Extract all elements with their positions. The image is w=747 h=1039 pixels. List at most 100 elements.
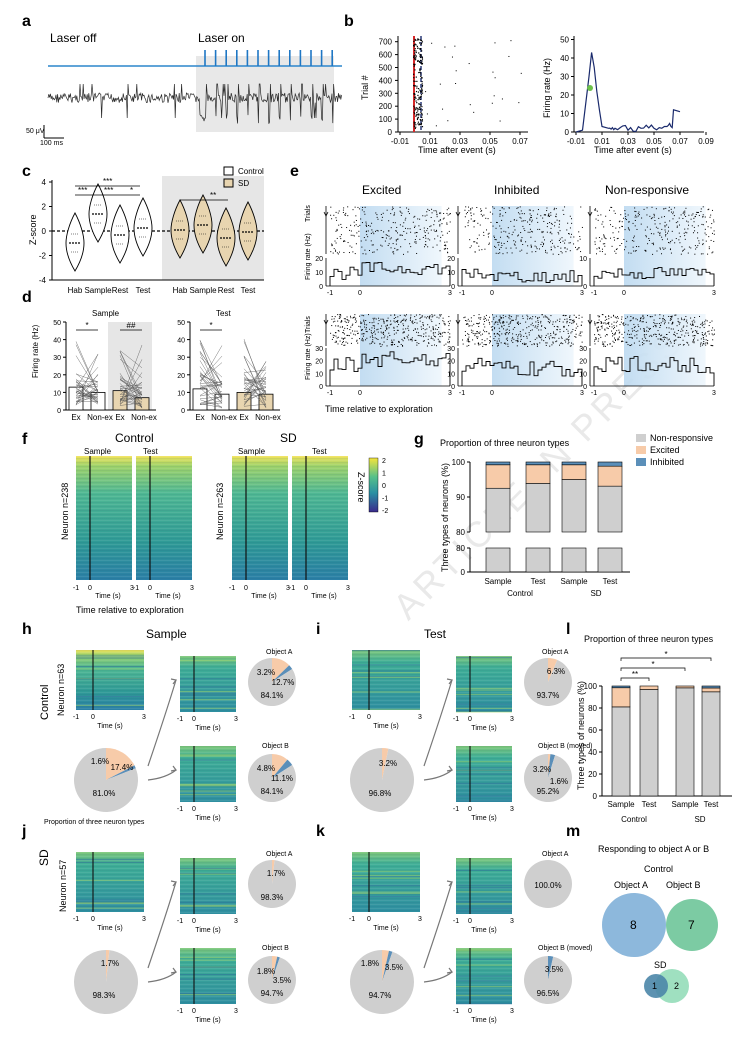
raster-dot [419, 91, 422, 93]
e-spike [443, 248, 445, 250]
e-spike [606, 333, 608, 335]
e-spike [537, 209, 539, 211]
g-bar-segment [485, 461, 511, 466]
e-spike [663, 248, 665, 250]
l-ytick: 20 [588, 770, 597, 779]
violin [133, 197, 153, 257]
time-label: Time (s) [195, 927, 220, 934]
pie-slice [382, 950, 393, 982]
e-spike [434, 344, 436, 346]
e-spike [691, 225, 693, 227]
e-spike [698, 240, 700, 242]
e-spike [684, 238, 686, 240]
e-spike [435, 336, 437, 338]
e-spike [355, 320, 357, 322]
e-spike [598, 338, 600, 340]
raster-dot [414, 56, 416, 58]
e-spike [364, 206, 366, 208]
raster-dot [420, 94, 423, 96]
e-spike [614, 337, 616, 339]
e-spike [493, 237, 495, 239]
violin [238, 201, 258, 261]
e-spike [411, 321, 413, 323]
e-spike [598, 316, 600, 318]
e-spike [447, 252, 449, 254]
e-spike [439, 225, 441, 227]
e-trials-1: Trials [305, 205, 312, 222]
e-spike [575, 246, 577, 248]
e-xtick: 3 [580, 290, 584, 297]
raster-dot [413, 77, 415, 79]
pie-slice [272, 860, 275, 884]
e-spike [405, 328, 407, 330]
raster-dot [420, 39, 422, 41]
l-bar-segment [611, 706, 631, 797]
raster-dot [414, 93, 416, 96]
e-spike [471, 331, 473, 333]
e-spike [439, 315, 441, 317]
e-spike [373, 233, 375, 235]
laser-pulses [204, 50, 334, 66]
e-spike [360, 218, 362, 220]
e-spike [422, 323, 424, 325]
e-spike [555, 333, 557, 335]
e-spike [553, 209, 555, 211]
e-spike [700, 211, 702, 213]
raster-dot [413, 55, 415, 58]
e-spike [337, 320, 339, 322]
e-spike [437, 338, 439, 340]
xtick: -1 [177, 918, 183, 925]
e-spike [550, 231, 552, 233]
e-spike [633, 250, 635, 252]
e-spike [535, 321, 537, 323]
e-spike [338, 251, 340, 253]
obj-a-label: Object A [266, 851, 293, 858]
e-spike [701, 325, 703, 327]
e-spike [500, 228, 502, 230]
e-spike [537, 221, 539, 223]
e-spike [427, 246, 429, 248]
e-spike [672, 322, 674, 324]
c-xlabel: Rest [218, 286, 235, 295]
e-spike [653, 216, 655, 218]
e-spike [342, 331, 344, 333]
e-spike [394, 321, 396, 323]
e-spike [432, 246, 434, 248]
raster-ylabel: Trial # [360, 75, 370, 100]
e-spike [612, 332, 614, 334]
e-spike [536, 345, 538, 347]
e-spike [425, 241, 427, 243]
e-spike [565, 315, 567, 317]
e-spike [485, 344, 487, 346]
e-spike [581, 331, 583, 333]
e-spike [471, 325, 473, 327]
e-spike [398, 324, 400, 326]
raster-dot [419, 68, 421, 70]
e-spike [540, 329, 542, 331]
e-spike [517, 212, 519, 214]
e-spike [666, 327, 668, 329]
e-spike [403, 337, 405, 339]
pie-label: 94.7% [261, 989, 284, 998]
e-spike [500, 236, 502, 238]
psth-ytick: 20 [560, 91, 569, 100]
e-spike [702, 216, 704, 218]
e-spike [644, 229, 646, 231]
e-spike [536, 327, 538, 329]
e-spike [386, 325, 388, 327]
e-spike [364, 213, 366, 215]
e-spike [407, 325, 409, 327]
e-spike [550, 222, 552, 224]
e-spike [413, 216, 415, 218]
e-spike [670, 318, 672, 320]
e-spike [472, 333, 474, 335]
e-spike [466, 323, 468, 325]
e-spike [373, 327, 375, 329]
e-spike [702, 216, 704, 218]
e-spike [655, 336, 657, 338]
e-spike [638, 340, 640, 342]
e-spike [618, 339, 620, 341]
e-spike [708, 330, 710, 332]
e-spike [484, 326, 486, 328]
e-spike [479, 318, 481, 320]
